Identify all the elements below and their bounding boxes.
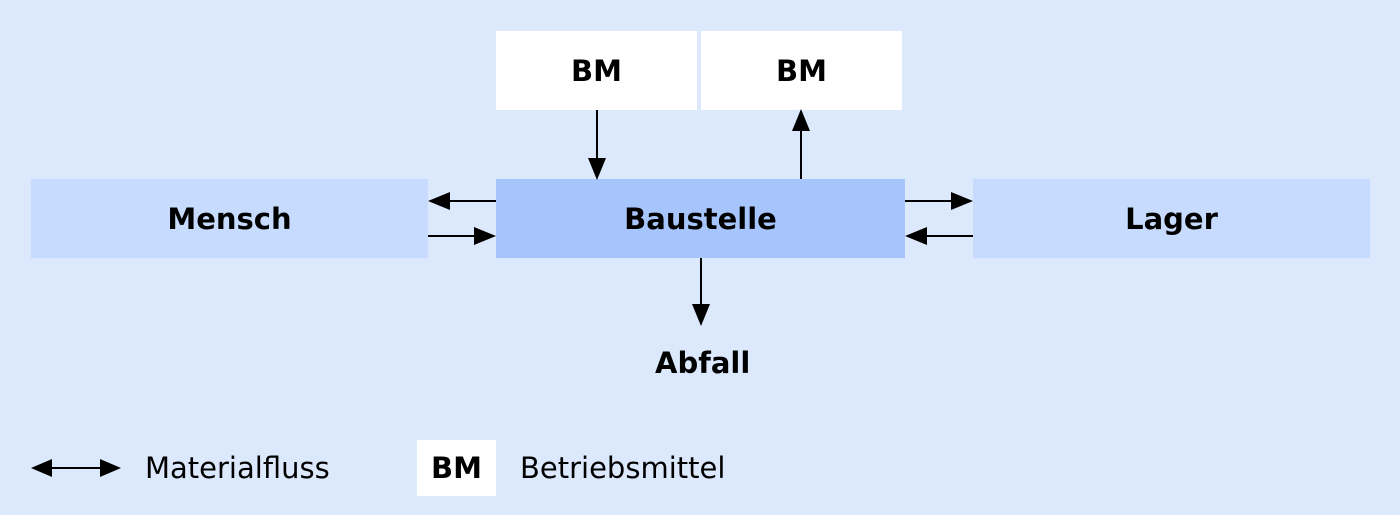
legend-bm-label: BM bbox=[431, 451, 482, 485]
mensch-label: Mensch bbox=[167, 201, 292, 236]
legend-material-flow-arrow bbox=[31, 459, 121, 477]
arrow-baustelle-to-bm bbox=[792, 109, 810, 179]
bm-input-box: BM bbox=[496, 31, 697, 110]
baustelle-box: Baustelle bbox=[496, 179, 905, 258]
mensch-box: Mensch bbox=[31, 179, 428, 258]
legend-bm-box: BM bbox=[417, 440, 496, 496]
arrow-baustelle-to-abfall bbox=[692, 258, 710, 326]
legend-material-flow-label: Materialfluss bbox=[145, 451, 330, 485]
arrow-baustelle-to-mensch bbox=[428, 192, 496, 210]
arrow-bm-to-baustelle bbox=[588, 110, 606, 180]
arrow-mensch-to-baustelle bbox=[428, 227, 496, 245]
legend-bm-description: Betriebsmittel bbox=[520, 451, 726, 485]
baustelle-label: Baustelle bbox=[624, 201, 777, 236]
bm-output-label: BM bbox=[776, 53, 827, 88]
bm-output-box: BM bbox=[701, 31, 902, 110]
bm-input-label: BM bbox=[571, 53, 622, 88]
abfall-label: Abfall bbox=[655, 346, 751, 380]
lager-label: Lager bbox=[1125, 201, 1218, 236]
lager-box: Lager bbox=[973, 179, 1370, 258]
arrow-baustelle-to-lager bbox=[905, 192, 973, 210]
arrow-lager-to-baustelle bbox=[905, 227, 973, 245]
